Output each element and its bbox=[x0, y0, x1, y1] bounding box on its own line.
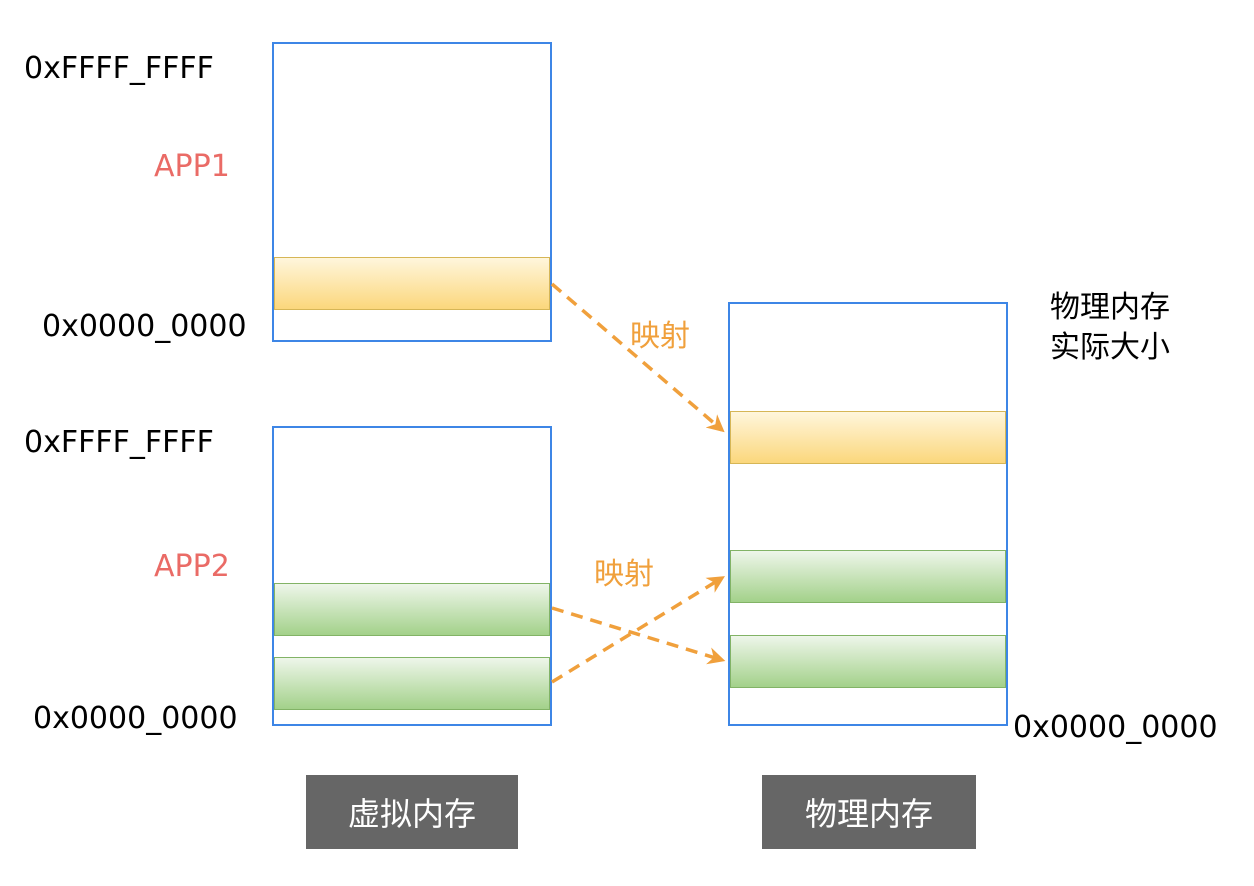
app2-label: APP2 bbox=[154, 549, 230, 584]
physical-memory-box bbox=[728, 302, 1008, 726]
mapping-label-2: 映射 bbox=[594, 557, 654, 592]
physical-bottom-address: 0x0000_0000 bbox=[1013, 710, 1218, 745]
mapping-arrow-app2-lower bbox=[551, 576, 725, 684]
virtual-memory-caption: 虚拟内存 bbox=[306, 775, 518, 849]
app2-mapped-block-lower bbox=[274, 657, 550, 710]
physical-block-app2-a bbox=[730, 550, 1006, 603]
app1-label: APP1 bbox=[154, 149, 230, 184]
app1-bottom-address: 0x0000_0000 bbox=[42, 309, 247, 344]
app1-top-address: 0xFFFF_FFFF bbox=[24, 51, 214, 86]
physical-memory-note-line1: 物理内存 bbox=[1050, 290, 1170, 325]
physical-memory-note: 物理内存 实际大小 bbox=[1050, 288, 1170, 368]
physical-memory-caption: 物理内存 bbox=[762, 775, 976, 849]
app2-bottom-address: 0x0000_0000 bbox=[33, 701, 238, 736]
physical-block-app2-b bbox=[730, 635, 1006, 688]
app2-top-address: 0xFFFF_FFFF bbox=[24, 425, 214, 460]
app2-mapped-block-upper bbox=[274, 583, 550, 636]
mapping-label-1: 映射 bbox=[630, 319, 690, 354]
app1-virtual-memory-box bbox=[272, 42, 552, 342]
physical-memory-note-line2: 实际大小 bbox=[1050, 330, 1170, 365]
app2-virtual-memory-box bbox=[272, 426, 552, 726]
mapping-arrow-app1 bbox=[550, 282, 725, 433]
mapping-arrow-app2-upper bbox=[551, 606, 726, 665]
app1-mapped-block bbox=[274, 257, 550, 310]
physical-block-app1 bbox=[730, 411, 1006, 464]
